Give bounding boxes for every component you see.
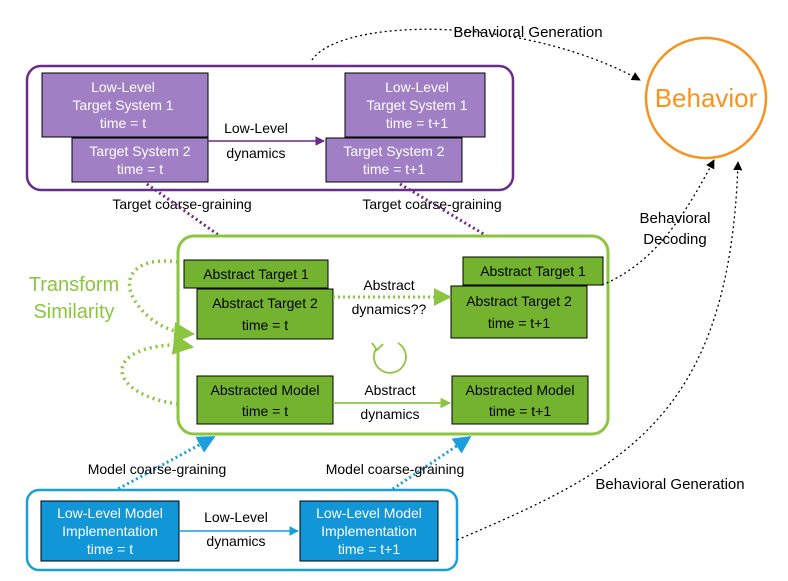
abstract-target-2-t1-line2: time = t+1 bbox=[488, 315, 550, 331]
abstract-dynamics-unknown-line1: Abstract bbox=[363, 277, 414, 293]
target-system-1-t-box: Low-Level Target System 1 time = t bbox=[41, 72, 209, 138]
target-system-1-t1-box: Low-Level Target System 1 time = t+1 bbox=[344, 72, 486, 138]
model-implementation-t1-line3: time = t+1 bbox=[338, 541, 400, 557]
abstract-dynamics-line1: Abstract bbox=[364, 382, 415, 398]
transform-similarity-line2: Similarity bbox=[33, 301, 114, 323]
abstract-dynamics-unknown-line2: dynamics?? bbox=[352, 301, 427, 317]
transform-similarity-lower-arrow bbox=[120, 333, 195, 406]
behavioral-decoding-line1: Behavioral bbox=[640, 210, 711, 227]
target-system-2-t1-line2: time = t+1 bbox=[363, 161, 425, 177]
behavioral-decoding-arrow bbox=[601, 159, 715, 286]
target-system-2-t1-box: Target System 2 time = t+1 bbox=[325, 137, 463, 183]
target-system-2-t1-line1: Target System 2 bbox=[343, 143, 444, 159]
model-implementation-t-line2: Implementation bbox=[62, 523, 158, 539]
commute-cycle-icon bbox=[371, 342, 407, 374]
abstract-target-1-t-label: Abstract Target 1 bbox=[203, 266, 309, 282]
target-dynamics-label-line2: dynamics bbox=[226, 145, 285, 161]
abstract-target-1-t1-box: Abstract Target 1 bbox=[462, 256, 604, 286]
target-dynamics-label-line1: Low-Level bbox=[224, 120, 288, 136]
model-implementation-t-box: Low-Level Model Implementation time = t bbox=[40, 500, 180, 562]
abstracted-model-t1-box: Abstracted Model time = t+1 bbox=[451, 375, 589, 425]
abstract-dynamics-line2: dynamics bbox=[360, 406, 419, 422]
target-system-1-t1-line2: Target System 1 bbox=[366, 97, 467, 113]
target-coarse-graining-left-label: Target coarse-graining bbox=[112, 196, 251, 212]
behavioral-generation-top-label: Behavioral Generation bbox=[453, 24, 602, 41]
abstract-target-2-t-line2: time = t bbox=[242, 317, 288, 333]
transform-similarity-line1: Transform bbox=[29, 274, 119, 296]
abstract-target-2-t1-line1: Abstract Target 2 bbox=[466, 293, 572, 309]
target-system-2-t-box: Target System 2 time = t bbox=[71, 137, 209, 183]
behavioral-generation-top-arrow bbox=[311, 28, 641, 81]
abstracted-model-t-line1: Abstracted Model bbox=[211, 382, 320, 398]
abstract-target-2-t1-box: Abstract Target 2 time = t+1 bbox=[450, 285, 588, 339]
target-system-1-t-line2: Target System 1 bbox=[72, 97, 173, 113]
model-implementation-t-line3: time = t bbox=[87, 541, 133, 557]
model-dynamics-line1: Low-Level bbox=[204, 509, 268, 525]
target-system-1-t1-line1: Low-Level bbox=[385, 79, 449, 95]
behavioral-decoding-line2: Decoding bbox=[643, 231, 706, 248]
model-implementation-t1-line2: Implementation bbox=[321, 523, 417, 539]
target-system-1-t1-line3: time = t+1 bbox=[386, 115, 448, 131]
target-system-2-t-line1: Target System 2 bbox=[89, 143, 190, 159]
behavior-label: Behavior bbox=[655, 83, 758, 113]
model-implementation-t1-box: Low-Level Model Implementation time = t+… bbox=[299, 500, 439, 562]
model-implementation-t-line1: Low-Level Model bbox=[57, 505, 163, 521]
abstracted-model-t-line2: time = t bbox=[242, 403, 288, 419]
abstract-target-2-t-line1: Abstract Target 2 bbox=[212, 295, 318, 311]
target-coarse-graining-right-label: Target coarse-graining bbox=[362, 196, 501, 212]
model-coarse-graining-right-label: Model coarse-graining bbox=[326, 461, 465, 477]
target-system-2-t-line2: time = t bbox=[117, 161, 163, 177]
abstracted-model-t-box: Abstracted Model time = t bbox=[196, 375, 334, 425]
model-implementation-t1-line1: Low-Level Model bbox=[316, 505, 422, 521]
behavioral-generation-bottom-arrow bbox=[456, 161, 743, 541]
abstract-target-1-t1-label: Abstract Target 1 bbox=[480, 263, 586, 279]
behavior-node: Behavior bbox=[644, 36, 768, 160]
model-coarse-graining-left-arrow bbox=[91, 435, 216, 505]
transform-similarity-upper-arrow bbox=[127, 259, 196, 344]
model-coarse-graining-left-label: Model coarse-graining bbox=[88, 461, 227, 477]
behavioral-generation-bottom-label: Behavioral Generation bbox=[595, 476, 744, 493]
target-system-1-t-line3: time = t bbox=[100, 115, 146, 131]
abstracted-model-t1-line1: Abstracted Model bbox=[466, 382, 575, 398]
target-system-1-t-line1: Low-Level bbox=[91, 79, 155, 95]
model-dynamics-line2: dynamics bbox=[206, 533, 265, 549]
abstracted-model-t1-line2: time = t+1 bbox=[489, 403, 551, 419]
abstract-target-2-t-box: Abstract Target 2 time = t bbox=[196, 288, 334, 340]
abstract-target-1-t-box: Abstract Target 1 bbox=[183, 259, 329, 289]
